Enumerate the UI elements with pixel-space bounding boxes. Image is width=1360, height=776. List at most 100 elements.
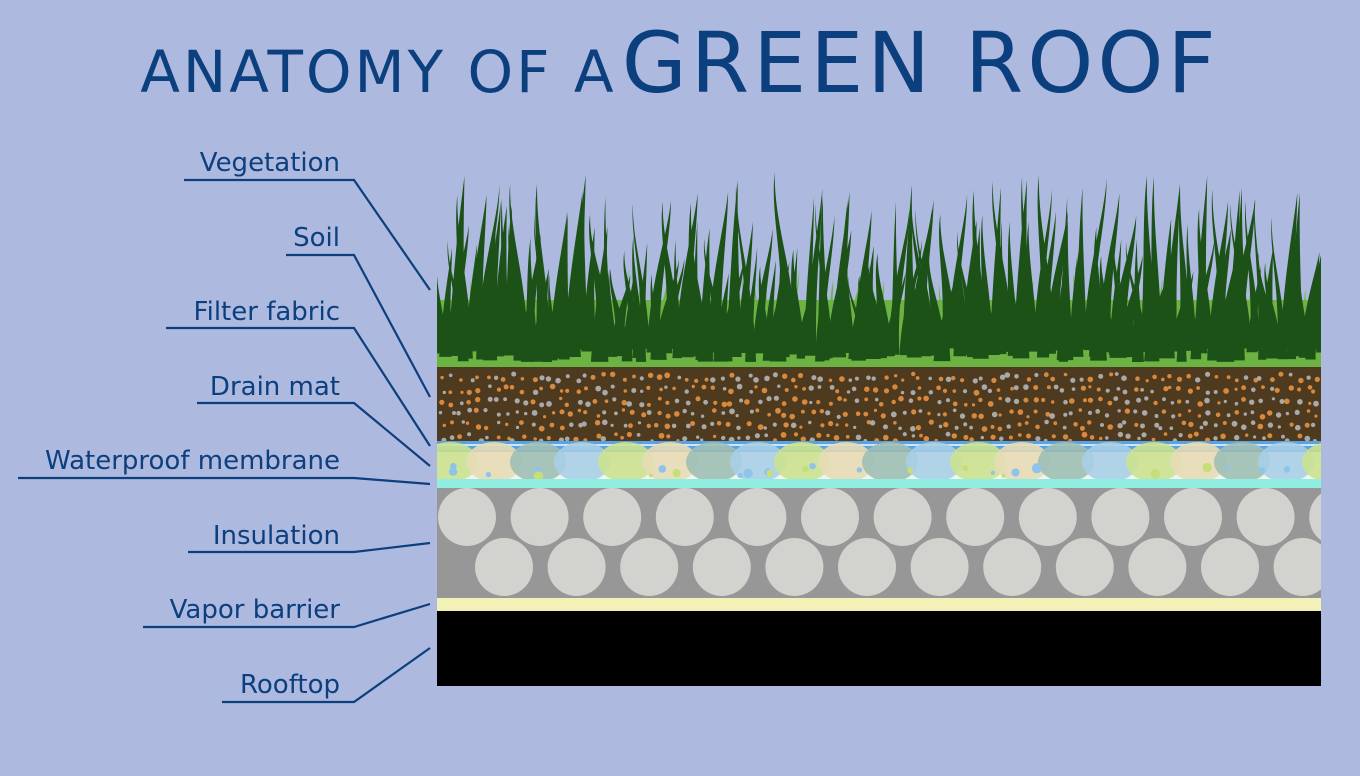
soil-speck (626, 431, 633, 438)
soil-speck (646, 410, 652, 415)
insulation-bead (438, 488, 496, 546)
soil-speck (639, 376, 644, 381)
soil-speck (959, 413, 966, 419)
drain-mat-dimple (437, 442, 478, 482)
soil-speck (1167, 374, 1172, 379)
soil-speck (532, 389, 539, 395)
soil-speck (952, 389, 957, 393)
soil-speck (1304, 435, 1311, 442)
soil-speck (483, 408, 488, 413)
soil-speck (792, 396, 798, 402)
soil-speck (604, 399, 609, 404)
soil-speck (1062, 434, 1069, 440)
soil-speck (908, 398, 914, 404)
soil-speck (641, 412, 647, 418)
soil-speck (1187, 433, 1193, 439)
soil-speck (519, 420, 524, 425)
soil-speck (1177, 413, 1182, 417)
grass-blade-dark (890, 201, 900, 355)
soil-speck (1297, 399, 1303, 405)
soil-speck (1226, 413, 1231, 418)
soil-speck (674, 398, 680, 404)
grass-dark-blades (437, 172, 1321, 362)
soil-speck (1140, 423, 1145, 429)
soil-speck (900, 390, 905, 395)
soil-speck (809, 400, 813, 405)
soil-speck (945, 398, 951, 403)
soil-speck (448, 390, 453, 395)
drain-mat-dot (1031, 463, 1042, 474)
soil-speck (938, 424, 943, 429)
soil-speck (1304, 422, 1310, 428)
soil-speck (915, 376, 920, 380)
insulation-bead (1273, 538, 1321, 596)
soil-speck (846, 390, 851, 394)
soil-speck (1311, 389, 1316, 394)
soil-speck (637, 421, 642, 425)
leader-line-waterproof-membrane (18, 476, 431, 486)
diagram-title: ANATOMY OF A GREEN ROOF (0, 14, 1360, 112)
soil-speck (483, 425, 489, 431)
soil-speck (519, 389, 525, 395)
soil-speck (972, 378, 978, 384)
leader-line-drain-mat (197, 401, 431, 467)
soil-speck (1249, 399, 1255, 405)
soil-speck (1136, 397, 1142, 403)
label-waterproof-membrane (18, 476, 431, 486)
soil-speck (1294, 409, 1300, 415)
soil-speck (1104, 413, 1110, 418)
soil-speck (520, 377, 525, 381)
soil-speck (639, 402, 645, 408)
vegetation-layer (437, 172, 1321, 368)
grass-blade-dark (915, 209, 935, 356)
soil-speck (960, 378, 965, 383)
soil-speck (1105, 388, 1110, 393)
soil-speck (767, 412, 771, 417)
drain-mat-dot (672, 469, 681, 478)
soil-speck (783, 422, 789, 428)
soil-speck (610, 423, 614, 427)
grass-blade-dark (509, 184, 529, 349)
soil-speck (791, 377, 796, 383)
soil-speck (1205, 410, 1211, 416)
soil-speck (802, 387, 806, 391)
soil-speck (1141, 432, 1147, 438)
soil-speck (883, 388, 890, 394)
soil-speck (677, 375, 682, 380)
soil-speck (1234, 434, 1240, 441)
soil-speck (971, 413, 977, 419)
soil-speck (1073, 422, 1078, 427)
soil-speck (1284, 398, 1290, 405)
soil-speck (1243, 375, 1249, 380)
soil-speck (1053, 421, 1058, 426)
soil-speck (915, 425, 922, 431)
soil-speck (1234, 401, 1239, 406)
soil-speck (577, 408, 582, 413)
soil-speck (1193, 431, 1199, 437)
drain-mat-dimple (1082, 442, 1138, 482)
grass-blade-dark (706, 191, 729, 353)
soil-speck (565, 374, 570, 379)
soil-speck (674, 411, 680, 417)
soil-speck (942, 412, 948, 417)
soil-speck (1013, 398, 1020, 405)
soil-speck (951, 433, 957, 439)
soil-speck (602, 419, 608, 426)
drain-mat-dimple (554, 442, 610, 482)
soil-speck (991, 411, 998, 418)
soil-speck (863, 411, 869, 417)
soil-speck (1185, 399, 1190, 404)
soil-speck (1044, 419, 1049, 425)
soil-speck (543, 415, 547, 419)
soil-speck (1250, 420, 1256, 426)
insulation-bead (728, 488, 787, 546)
leader-line-filter-fabric (166, 326, 431, 447)
drain-mat-dimple (862, 442, 918, 482)
soil-speck (1137, 436, 1141, 441)
soil-speck (442, 390, 446, 395)
soil-speck (1205, 371, 1211, 377)
soil-speck (1017, 422, 1022, 427)
leader-line-insulation (188, 541, 431, 554)
soil-speck (1306, 375, 1311, 380)
soil-speck (884, 375, 889, 380)
